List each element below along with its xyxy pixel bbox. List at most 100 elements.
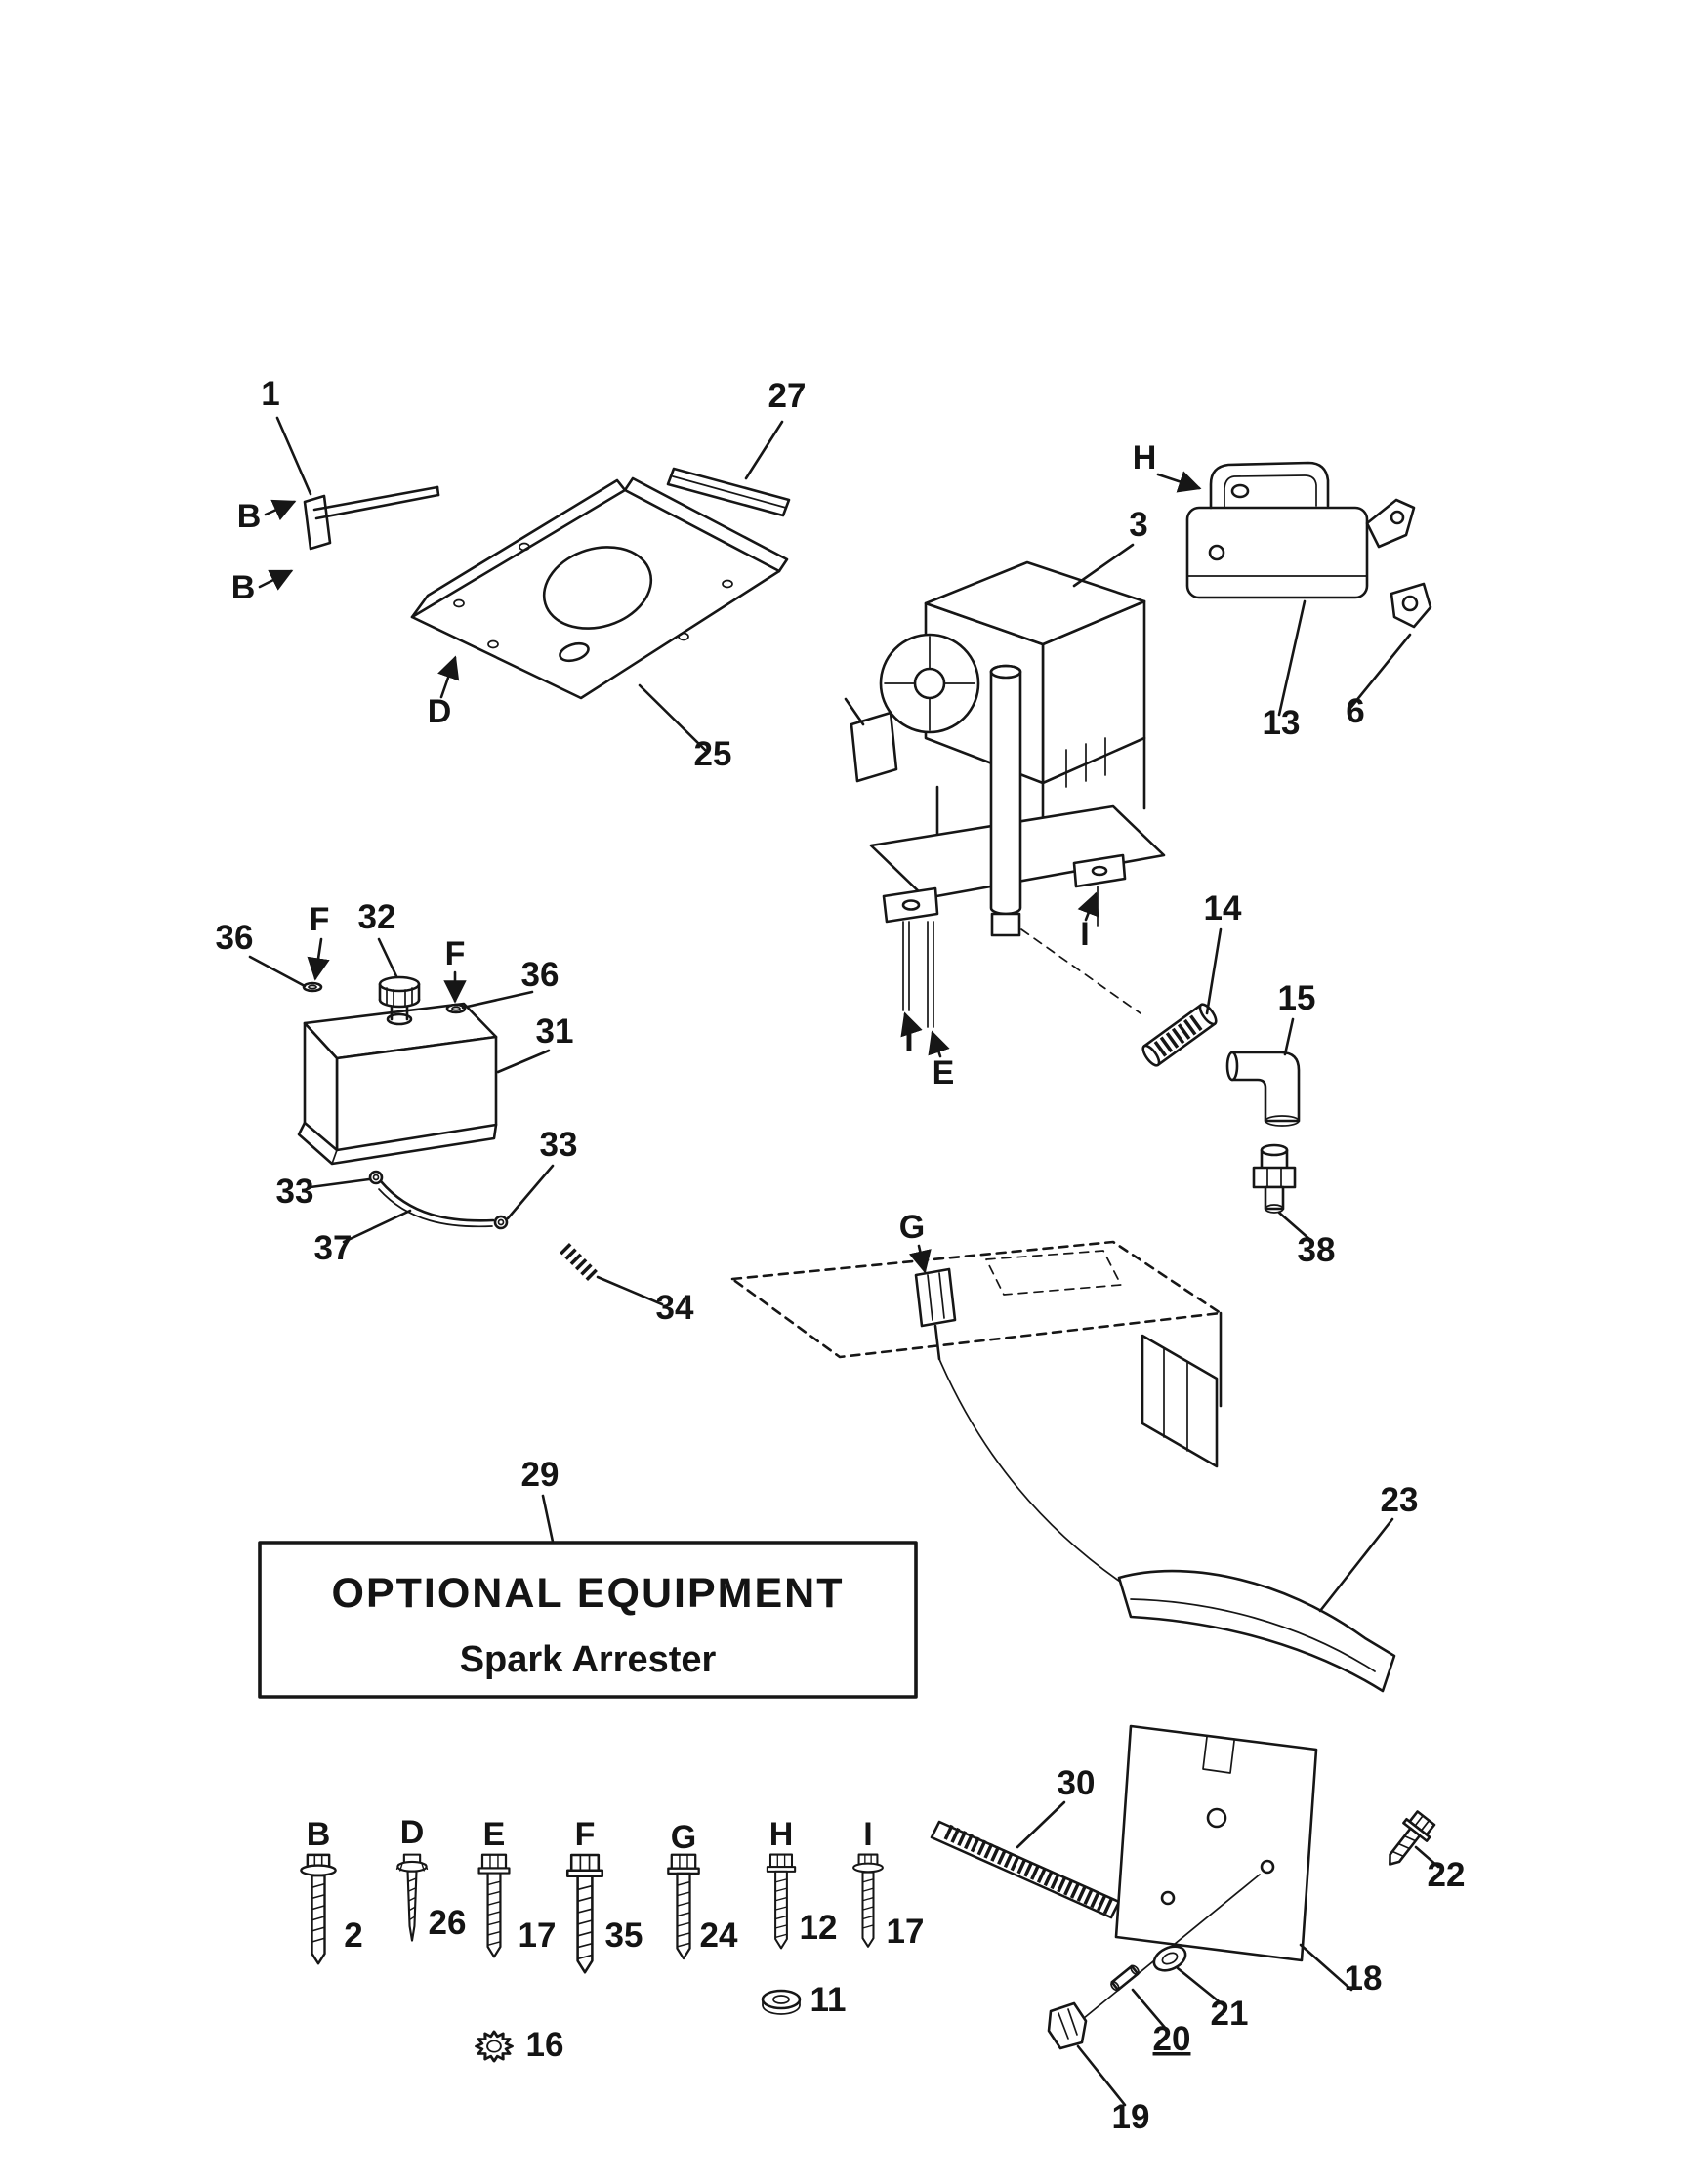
drain-fitting-illustration [1252, 1143, 1297, 1214]
bolt-e-illustration [477, 1853, 511, 1958]
arrow-h-muffler [1156, 471, 1202, 493]
arrester-screen-illustration [930, 1820, 1121, 1919]
reference-arrows-engine [900, 891, 1099, 1058]
callout-17-b: 17 [887, 1913, 925, 1951]
tank-leaders [248, 937, 664, 1306]
gasket-strip-illustration [666, 467, 791, 517]
spring-illustration [560, 1243, 599, 1282]
callout-16: 16 [526, 2026, 564, 2064]
callout-26: 26 [429, 1904, 467, 1942]
leader-25 [638, 683, 707, 752]
callout-2: 2 [344, 1916, 362, 1955]
arrow-d-plate [437, 655, 460, 699]
callout-14: 14 [1204, 889, 1242, 927]
callout-21: 21 [1211, 1995, 1249, 2033]
elbow-fitting-illustration [1225, 1051, 1301, 1127]
diagram-labels: 1 27 3 H 13 6 B B D 25 14 15 38 I I E 36… [216, 375, 1466, 2136]
callout-36-right: 36 [521, 956, 560, 994]
callout-12: 12 [800, 1909, 838, 1947]
bolt-i-illustration [851, 1853, 885, 1949]
callout-38: 38 [1298, 1231, 1336, 1269]
star-washer-illustration [475, 2030, 514, 2063]
callout-35: 35 [605, 1916, 643, 1955]
callout-13: 13 [1263, 704, 1301, 742]
callout-31: 31 [536, 1012, 574, 1051]
legend-letter-g: G [671, 1819, 696, 1856]
screw-d-illustration [395, 1853, 429, 1942]
leader-1 [275, 416, 312, 496]
callout-19: 19 [1112, 2098, 1150, 2136]
clip-rod-illustration [303, 485, 440, 551]
callout-27: 27 [768, 377, 807, 415]
chassis-illustration [730, 1240, 1223, 1585]
callout-36-left: 36 [216, 919, 254, 957]
callout-32: 32 [358, 898, 396, 936]
leader-27 [744, 420, 784, 480]
legend-letter-e: E [483, 1816, 506, 1853]
callout-25: 25 [694, 735, 732, 773]
fuel-line-illustration [368, 1170, 509, 1230]
bottom-right-leaders [1076, 1845, 1440, 2107]
bolt-h-illustration [766, 1853, 797, 1950]
leader-23 [1318, 1517, 1394, 1613]
callout-18: 18 [1345, 1959, 1383, 1998]
legend-letter-f: F [575, 1816, 596, 1853]
leader-15 [1283, 1017, 1295, 1056]
clip-illustration [1047, 2001, 1088, 2050]
legend-letter-i: I [863, 1816, 872, 1853]
leader-14 [1205, 927, 1223, 1015]
reference-arrows-b [258, 499, 297, 591]
washer-21-illustration [1152, 1945, 1187, 1972]
muffler-illustration [1185, 461, 1416, 599]
callout-20: 20 [1153, 2020, 1191, 2058]
heat-shield-illustration [1117, 1569, 1396, 1693]
callout-23: 23 [1381, 1481, 1419, 1519]
clamp-illustration [1390, 582, 1432, 629]
ref-e-engine: E [933, 1054, 955, 1092]
fuel-cap-illustration [378, 975, 421, 1009]
callout-11: 11 [810, 1981, 847, 2019]
callout-15: 15 [1278, 979, 1316, 1017]
ref-d-plate: D [428, 693, 452, 730]
flat-washer-illustration [761, 1989, 802, 2015]
engine-illustration [844, 560, 1166, 1028]
callout-3: 3 [1129, 506, 1147, 544]
ref-i-engine-right: I [1080, 916, 1089, 953]
legend-letter-d: D [400, 1814, 425, 1851]
ref-h-muffler: H [1133, 439, 1157, 476]
leader-6 [1349, 633, 1412, 709]
spacer-tube-illustration [1141, 1003, 1218, 1067]
fastener-legend-illustrations [300, 1853, 885, 2063]
exploded-axis-14 [1020, 928, 1141, 1014]
leader-3 [1072, 543, 1135, 588]
callout-17-a: 17 [519, 1916, 557, 1955]
leader-30 [1016, 1800, 1066, 1849]
ref-f-tank-right: F [445, 935, 466, 972]
bracket-plate-illustration [1114, 1724, 1318, 1962]
callout-1: 1 [261, 375, 279, 413]
optional-equipment-box [258, 1541, 918, 1699]
ref-i-engine-left: I [904, 1021, 913, 1058]
callout-24: 24 [700, 1916, 738, 1955]
ref-g-chassis: G [899, 1209, 925, 1246]
bolt-22-illustration [1389, 1810, 1436, 1866]
legend-letter-h: H [769, 1816, 794, 1853]
optional-box-subtitle: Spark Arrester [460, 1639, 717, 1680]
leader-13 [1277, 599, 1307, 717]
callout-33-left: 33 [276, 1173, 314, 1211]
callout-37: 37 [314, 1229, 353, 1267]
callout-33-right: 33 [540, 1126, 578, 1164]
bolt-f-illustration [565, 1853, 604, 1974]
callout-30: 30 [1058, 1764, 1096, 1802]
mounting-plate-illustration [410, 476, 789, 700]
bolt-g-illustration [667, 1853, 700, 1960]
spacer-pin-illustration [1110, 1964, 1140, 1992]
arrow-g-chassis [908, 1244, 932, 1274]
leader-29 [541, 1494, 555, 1544]
callout-6: 6 [1346, 692, 1364, 730]
legend-letter-b: B [307, 1816, 331, 1853]
callout-29: 29 [521, 1456, 560, 1494]
callout-22: 22 [1428, 1856, 1466, 1894]
